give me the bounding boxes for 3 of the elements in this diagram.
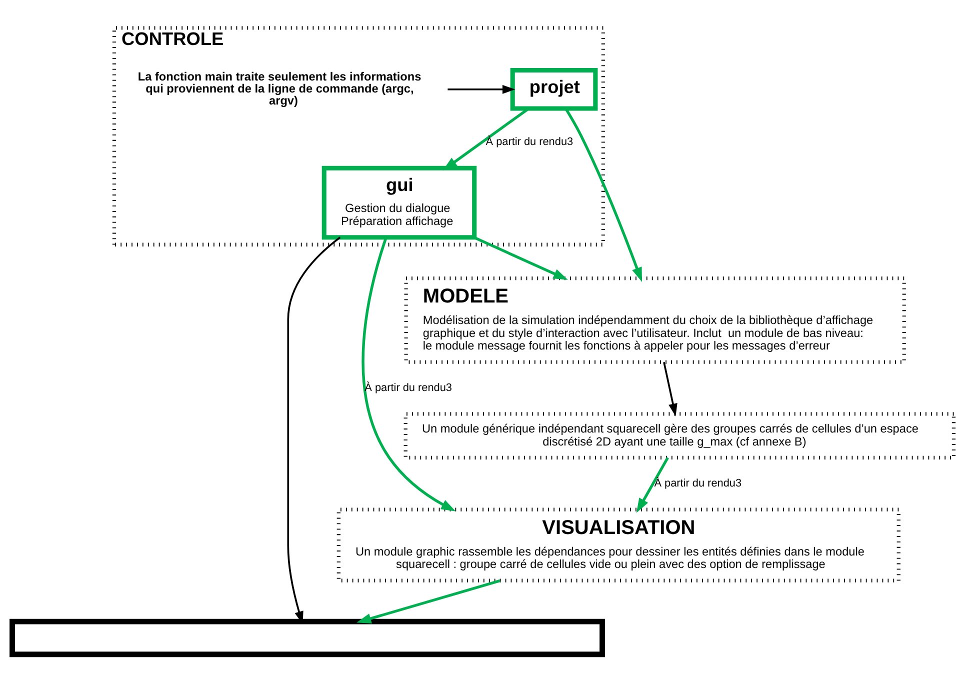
edge-label: À partir du rendu3 (486, 136, 574, 148)
node-text: La fonction main traite seulement les informations qui proviennent de la ligne de commande (argc, argv) (138, 70, 422, 108)
edge-label: À partir du rendu3 (654, 477, 742, 490)
